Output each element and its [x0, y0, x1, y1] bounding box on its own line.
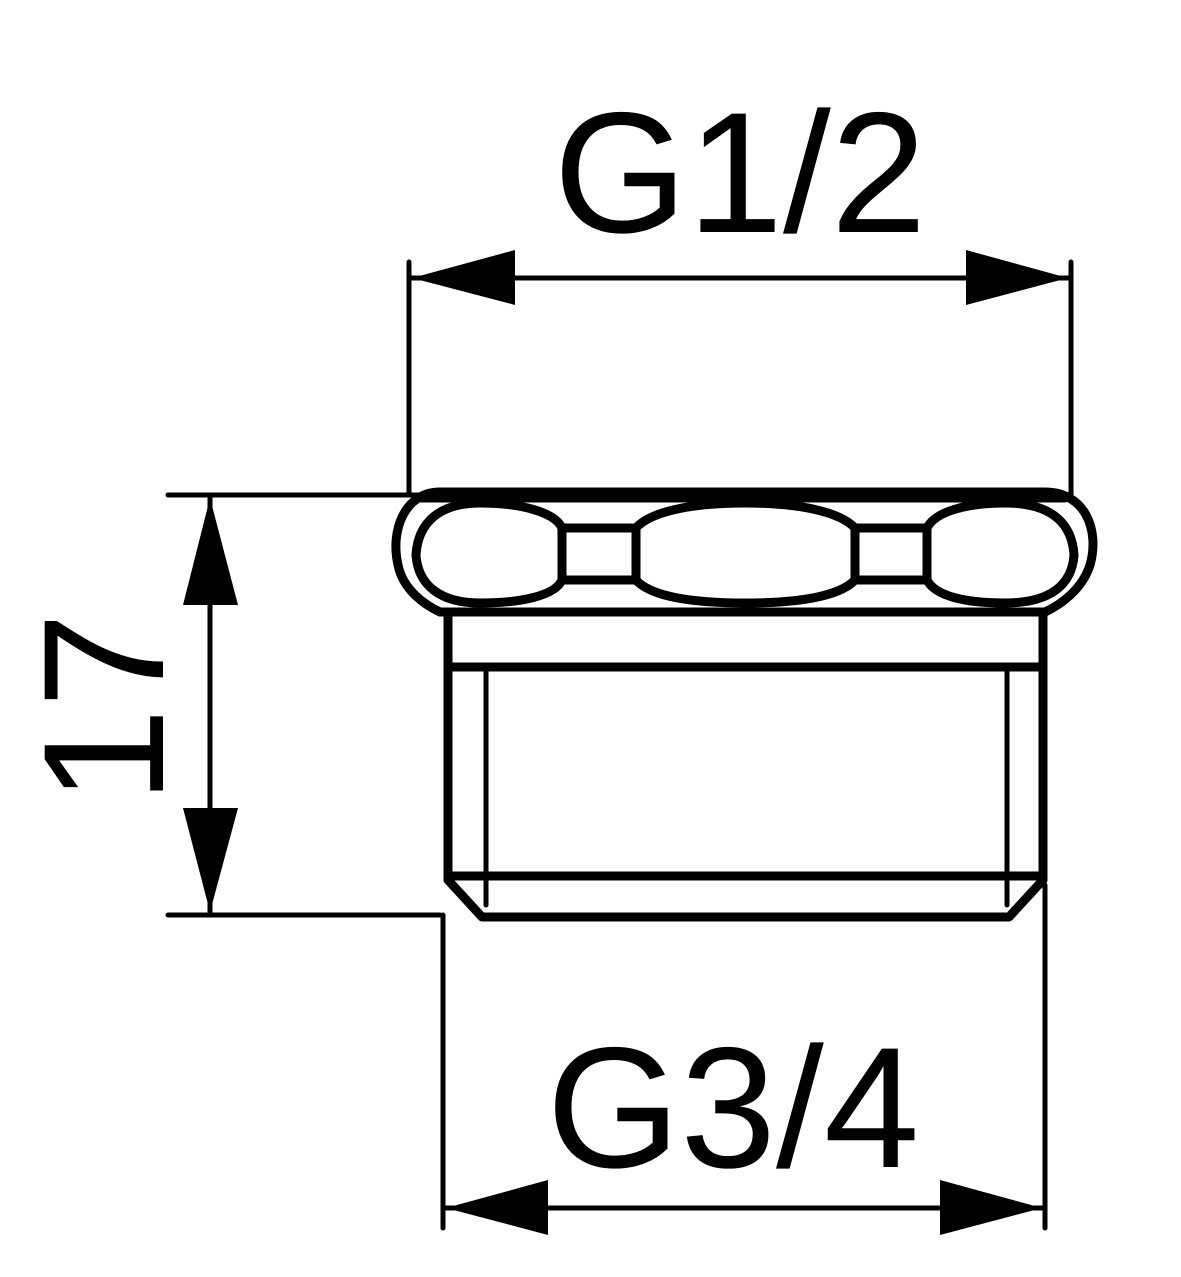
- bottom-dimension: G3/4: [440, 882, 1048, 1235]
- hex-nut-head: [391, 487, 1098, 617]
- top-arrow-left: [412, 250, 515, 305]
- bottom-dimension-label: G3/4: [547, 1012, 920, 1204]
- bottom-arrow-right: [940, 1180, 1042, 1235]
- height-arrow-top: [183, 498, 238, 605]
- bottom-arrow-left: [446, 1180, 548, 1235]
- top-arrow-right: [966, 250, 1068, 305]
- nut-facet-right: [922, 498, 1079, 608]
- body-bottom-chamfer: [443, 875, 1048, 922]
- nut-facet-left: [411, 498, 567, 608]
- top-dimension: G1/2: [406, 77, 1074, 498]
- height-arrow-bottom: [183, 808, 238, 912]
- threaded-body: [443, 607, 1048, 922]
- height-dimension-label: 17: [8, 612, 200, 803]
- nut-outline: [391, 487, 1098, 617]
- height-dimension: 17: [8, 492, 443, 918]
- top-dimension-label: G1/2: [554, 77, 927, 269]
- nut-facet-center: [631, 498, 860, 608]
